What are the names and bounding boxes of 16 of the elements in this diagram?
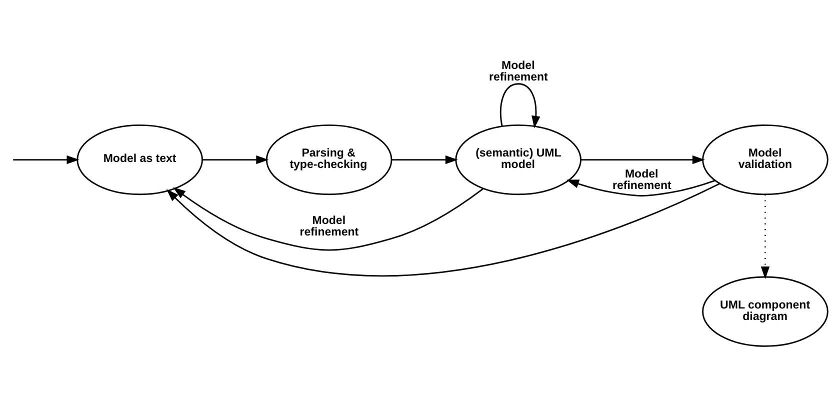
- arrow: [566, 179, 716, 196]
- arrow: [580, 154, 705, 164]
- arrow: [392, 154, 458, 164]
- arrow: [202, 154, 269, 164]
- arrow: [166, 182, 720, 276]
- node-ellipse: Parsing & type-checking: [266, 124, 392, 195]
- arrow: [13, 154, 80, 164]
- arrow: [500, 82, 540, 128]
- node-ellipse: UML component diagram: [702, 276, 828, 346]
- arrow: [760, 194, 770, 279]
- node-ellipse: Model validation: [702, 124, 828, 195]
- edge-label: Model refinement: [489, 60, 548, 84]
- edge-label: Model refinement: [612, 168, 672, 192]
- node-ellipse: Model as text: [76, 124, 203, 195]
- edge-label: Model refinement: [300, 214, 359, 238]
- arrow: [173, 186, 484, 250]
